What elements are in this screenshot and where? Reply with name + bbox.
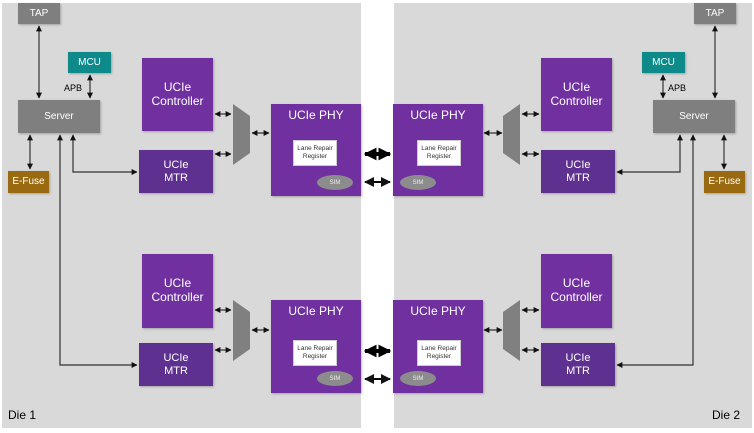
ucie-controller: UCIe Controller [142, 254, 213, 328]
ucie-phy: UCIe PHY Lane Repair Register SIM [393, 300, 483, 393]
ucie-mtr: UCIe MTR [541, 343, 615, 386]
lane-repair-register: Lane Repair Register [417, 340, 461, 366]
phy-title: UCIe PHY [288, 304, 344, 318]
sim-ellipse: SIM [317, 175, 353, 190]
tap-block: TAP [18, 3, 60, 24]
efuse-block: E-Fuse [704, 171, 745, 193]
lane-repair-register: Lane Repair Register [293, 340, 337, 366]
mux-die1-top [233, 104, 250, 165]
ucie-phy: UCIe PHY Lane Repair Register SIM [271, 300, 361, 393]
lane-repair-register: Lane Repair Register [293, 140, 337, 166]
server-block: Server [653, 100, 735, 133]
ucie-controller: UCIe Controller [541, 254, 612, 328]
server-block: Server [18, 100, 100, 133]
ucie-mtr: UCIe MTR [139, 343, 213, 386]
mux-die1-bottom [233, 300, 250, 361]
die-1-label: Die 1 [8, 408, 37, 422]
mcu-block: MCU [642, 52, 685, 73]
phy-title: UCIe PHY [410, 108, 466, 122]
ucie-mtr: UCIe MTR [541, 150, 615, 193]
mcu-block: MCU [68, 52, 111, 73]
apb-label: APB [668, 83, 687, 93]
sim-ellipse: SIM [400, 371, 436, 386]
apb-label: APB [64, 83, 83, 93]
ucie-phy: UCIe PHY Lane Repair Register SIM [393, 104, 483, 196]
ucie-phy: UCIe PHY Lane Repair Register SIM [271, 104, 361, 196]
ucie-controller: UCIe Controller [541, 58, 612, 131]
ucie-controller: UCIe Controller [142, 58, 213, 131]
tap-block: TAP [694, 3, 736, 24]
sim-ellipse: SIM [400, 175, 436, 190]
server-mtr-top-link [70, 134, 138, 175]
sim-ellipse: SIM [317, 371, 353, 386]
server-mtr-bottom-link [57, 134, 138, 368]
phy-title: UCIe PHY [410, 304, 466, 318]
mux-die2-bottom [503, 300, 520, 361]
die-2-label: Die 2 [712, 408, 741, 422]
efuse-block: E-Fuse [8, 171, 49, 193]
phy-title: UCIe PHY [288, 108, 344, 122]
mux-die2-top [503, 104, 520, 165]
ucie-mtr: UCIe MTR [139, 150, 213, 193]
lane-repair-register: Lane Repair Register [417, 140, 461, 166]
